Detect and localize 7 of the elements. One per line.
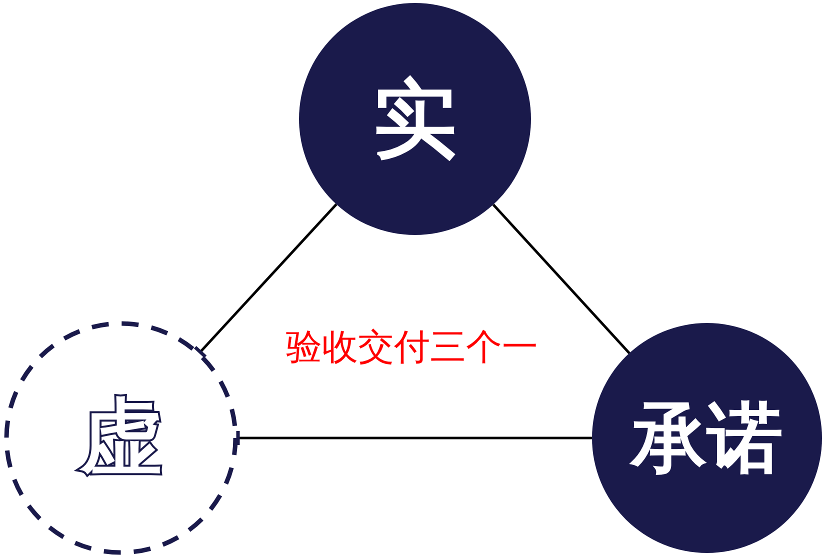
connector-line xyxy=(193,203,338,358)
dashed-circle xyxy=(4,321,238,555)
connector-line xyxy=(492,204,630,354)
node-label: 承诺 xyxy=(631,400,783,476)
node-label: 实 xyxy=(373,77,457,161)
center-label: 验收交付三个一 xyxy=(286,330,538,366)
connector-line xyxy=(236,429,592,447)
